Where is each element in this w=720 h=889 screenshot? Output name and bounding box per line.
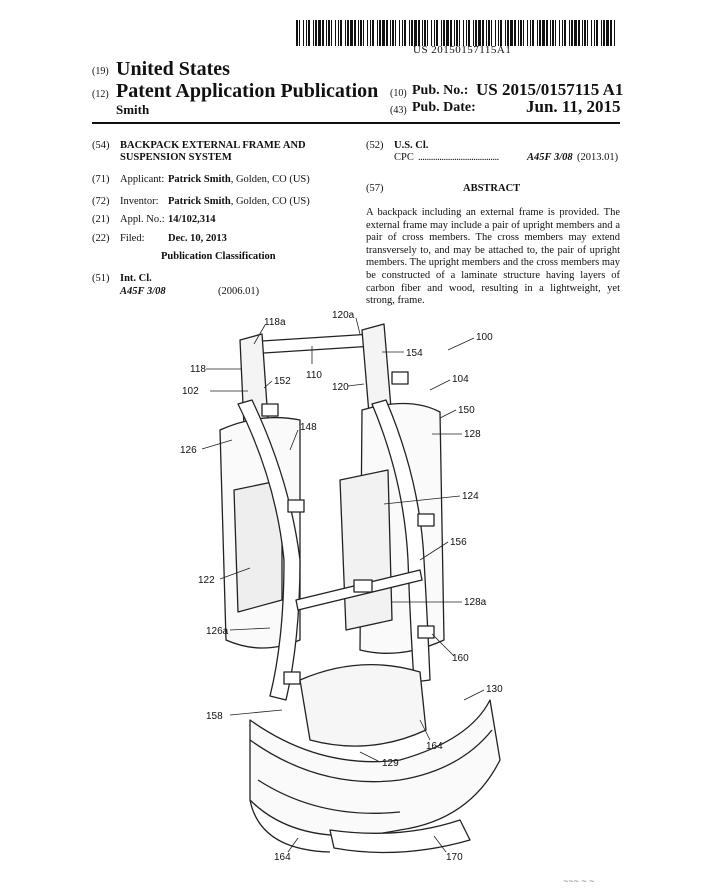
cpc-label: CPC xyxy=(394,152,414,163)
code-54: (54) xyxy=(92,140,110,151)
inventor-surname: Smith xyxy=(116,102,150,117)
applicant-location: , Golden, CO (US) xyxy=(230,174,310,185)
title-line-2: SUSPENSION SYSTEM xyxy=(120,152,232,163)
int-cl-code: A45F 3/08 xyxy=(120,286,166,297)
ref-label-130: 130 xyxy=(486,684,503,695)
ref-label-154: 154 xyxy=(406,348,423,359)
ref-label-160: 160 xyxy=(452,653,469,664)
us-cl-label: U.S. Cl. xyxy=(394,140,429,151)
inventor-label: Inventor: xyxy=(120,196,159,207)
ref-label-126: 126 xyxy=(180,445,197,456)
country: United States xyxy=(116,58,230,80)
ref-label-124: 124 xyxy=(462,491,479,502)
publication-classification-heading: Publication Classification xyxy=(161,251,276,262)
ref-label-120a: 120a xyxy=(332,310,355,321)
ref-label-150: 150 xyxy=(458,405,475,416)
document-type: Patent Application Publication xyxy=(116,80,379,102)
code-19: (19) xyxy=(92,66,109,77)
code-10: (10) xyxy=(390,88,407,99)
ref-label-122: 122 xyxy=(198,575,215,586)
code-12: (12) xyxy=(92,89,109,100)
filed-value: Dec. 10, 2013 xyxy=(168,233,227,244)
ref-label-164: 164 xyxy=(426,741,443,752)
ref-label-128: 128 xyxy=(464,429,481,440)
ref-label-102: 102 xyxy=(182,386,199,397)
cpc-code: A45F 3/08 xyxy=(527,152,573,163)
cpc-leader-dots: ...................................... xyxy=(418,152,499,163)
ref-label-100: 100 xyxy=(476,332,493,343)
code-43: (43) xyxy=(390,105,407,116)
code-72: (72) xyxy=(92,196,110,207)
cpc-year: (2013.01) xyxy=(577,152,619,163)
abstract-heading: ABSTRACT xyxy=(463,183,521,194)
backpack-figure: 118a 120a 100 154 118 110 120 104 102 152 150 148 12… xyxy=(180,310,503,863)
footer-scribble: ~~~ ~ ~ xyxy=(563,876,595,886)
ref-label-118: 118 xyxy=(190,364,206,375)
pub-no-label: Pub. No.: xyxy=(412,83,469,98)
ref-label-118a: 118a xyxy=(264,317,286,328)
applicant-label: Applicant: xyxy=(120,174,165,185)
code-22: (22) xyxy=(92,233,110,244)
pub-no-value: US 2015/0157115 A1 xyxy=(476,80,624,99)
applicant-name: Patrick Smith xyxy=(168,174,231,185)
int-cl-year: (2006.01) xyxy=(218,286,260,297)
title-line-1: BACKPACK EXTERNAL FRAME AND xyxy=(120,140,306,151)
code-51: (51) xyxy=(92,273,110,284)
barcode-number: US 20150157115A1 xyxy=(413,44,512,56)
barcode xyxy=(296,20,615,46)
int-cl-label: Int. Cl. xyxy=(120,273,152,284)
inventor-name: Patrick Smith xyxy=(168,196,231,207)
pub-date-label: Pub. Date: xyxy=(412,100,476,115)
filed-label: Filed: xyxy=(120,233,145,244)
ref-label-158: 158 xyxy=(206,711,223,722)
code-57: (57) xyxy=(366,183,384,194)
ref-label-104: 104 xyxy=(452,374,469,385)
appl-no-value: 14/102,314 xyxy=(168,214,216,225)
ref-label-156: 156 xyxy=(450,537,467,548)
ref-label-110: 110 xyxy=(306,370,322,381)
code-71: (71) xyxy=(92,174,110,185)
pub-date-value: Jun. 11, 2015 xyxy=(526,97,621,116)
ref-label-148: 148 xyxy=(300,422,317,433)
abstract-text: A backpack including an external frame i… xyxy=(366,207,620,307)
figure-reference-labels: 118a 120a 100 154 118 110 120 104 102 152 150 148 12… xyxy=(180,310,503,863)
ref-label-164: 164 xyxy=(274,852,291,863)
ref-label-128a: 128a xyxy=(464,597,487,608)
ref-label-152: 152 xyxy=(274,376,291,387)
ref-label-129: 129 xyxy=(382,758,399,769)
header-rule xyxy=(92,122,620,124)
ref-label-170: 170 xyxy=(446,852,463,863)
code-52: (52) xyxy=(366,140,384,151)
ref-label-120: 120 xyxy=(332,382,349,393)
appl-no-label: Appl. No.: xyxy=(120,214,165,225)
ref-label-126a: 126a xyxy=(206,626,229,637)
code-21: (21) xyxy=(92,214,110,225)
inventor-location: , Golden, CO (US) xyxy=(230,196,310,207)
